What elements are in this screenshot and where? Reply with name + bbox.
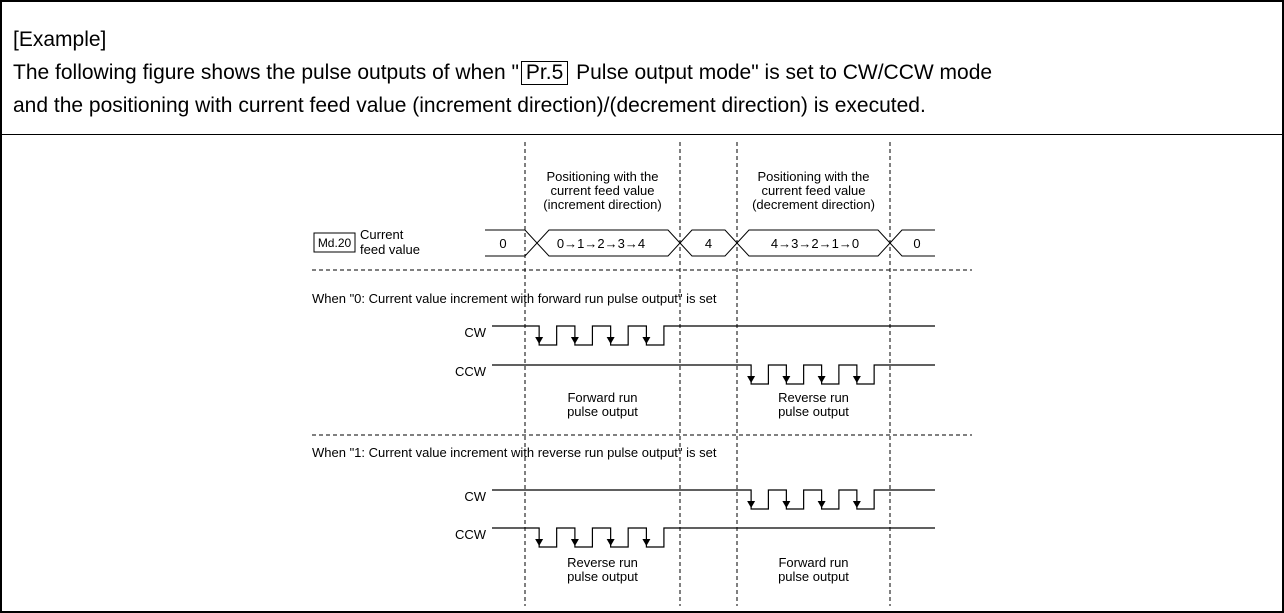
feed-value-text: 0→1→2→3→4 — [557, 236, 645, 251]
pulse-edge-arrow — [782, 376, 791, 383]
intro-text-part-2: Pulse output mode" is set to CW/CCW mode — [576, 61, 993, 84]
pulse-annotation-line: Forward run — [778, 555, 848, 570]
feed-bus-segment — [679, 242, 935, 257]
pulse-annotation-line: pulse output — [778, 569, 849, 584]
signal-label: CW — [464, 489, 486, 504]
phase-label-line: current feed value — [550, 183, 654, 198]
phase-label-line: Positioning with the — [546, 169, 658, 184]
signal-label: CCW — [455, 527, 487, 542]
pulse-annotation-line: pulse output — [567, 569, 638, 584]
md20-label-box — [313, 232, 356, 253]
cw-waveform — [492, 325, 935, 346]
pulse-edge-arrow — [782, 501, 791, 508]
pulse-edge-arrow — [570, 539, 579, 546]
example-intro-line-1: The following figure shows the pulse out… — [13, 61, 992, 85]
feed-value-label-line: feed value — [360, 242, 420, 257]
pulse-edge-arrow — [642, 337, 651, 344]
feed-value-text: 4→3→2→1→0 — [771, 236, 859, 251]
feed-value-text: 4 — [705, 236, 712, 251]
pulse-annotation-line: Reverse run — [567, 555, 638, 570]
phase-label-line: Positioning with the — [757, 169, 869, 184]
signal-label: CW — [464, 325, 486, 340]
feed-bus-segment — [679, 229, 935, 244]
intro-text-part-1: The following figure shows the pulse out… — [13, 61, 519, 84]
signal-label: CCW — [455, 364, 487, 379]
pulse-annotation-line: Reverse run — [778, 390, 849, 405]
pulse-edge-arrow — [817, 376, 826, 383]
md20-label: Md.20 — [318, 236, 352, 250]
pulse-edge-arrow — [535, 337, 544, 344]
pulse-edge-arrow — [606, 337, 615, 344]
pulse-edge-arrow — [747, 501, 756, 508]
pulse-edge-arrow — [535, 539, 544, 546]
pulse-edge-arrow — [606, 539, 615, 546]
cw-waveform — [492, 489, 935, 510]
pulse-edge-arrow — [570, 337, 579, 344]
ccw-waveform — [492, 364, 935, 385]
header-divider — [0, 134, 1284, 135]
phase-label-line: (increment direction) — [543, 197, 662, 212]
pulse-edge-arrow — [747, 376, 756, 383]
pulse-edge-arrow — [642, 539, 651, 546]
section-title: When "0: Current value increment with fo… — [312, 291, 717, 306]
pulse-annotation-line: pulse output — [567, 404, 638, 419]
phase-label-line: current feed value — [761, 183, 865, 198]
pulse-annotation-line: pulse output — [778, 404, 849, 419]
example-intro-line-2: and the positioning with current feed va… — [13, 94, 926, 117]
example-heading: [Example] — [13, 28, 107, 51]
param-pr5-label: Pr.5 — [520, 61, 569, 85]
feed-value-text: 0 — [499, 236, 506, 251]
section-title: When "1: Current value increment with re… — [312, 445, 717, 460]
pulse-edge-arrow — [852, 376, 861, 383]
pulse-edge-arrow — [817, 501, 826, 508]
feed-value-text: 0 — [913, 236, 920, 251]
pulse-edge-arrow — [852, 501, 861, 508]
pulse-annotation-line: Forward run — [567, 390, 637, 405]
feed-value-label-line: Current — [360, 227, 404, 242]
phase-label-line: (decrement direction) — [752, 197, 875, 212]
ccw-waveform — [492, 527, 935, 548]
